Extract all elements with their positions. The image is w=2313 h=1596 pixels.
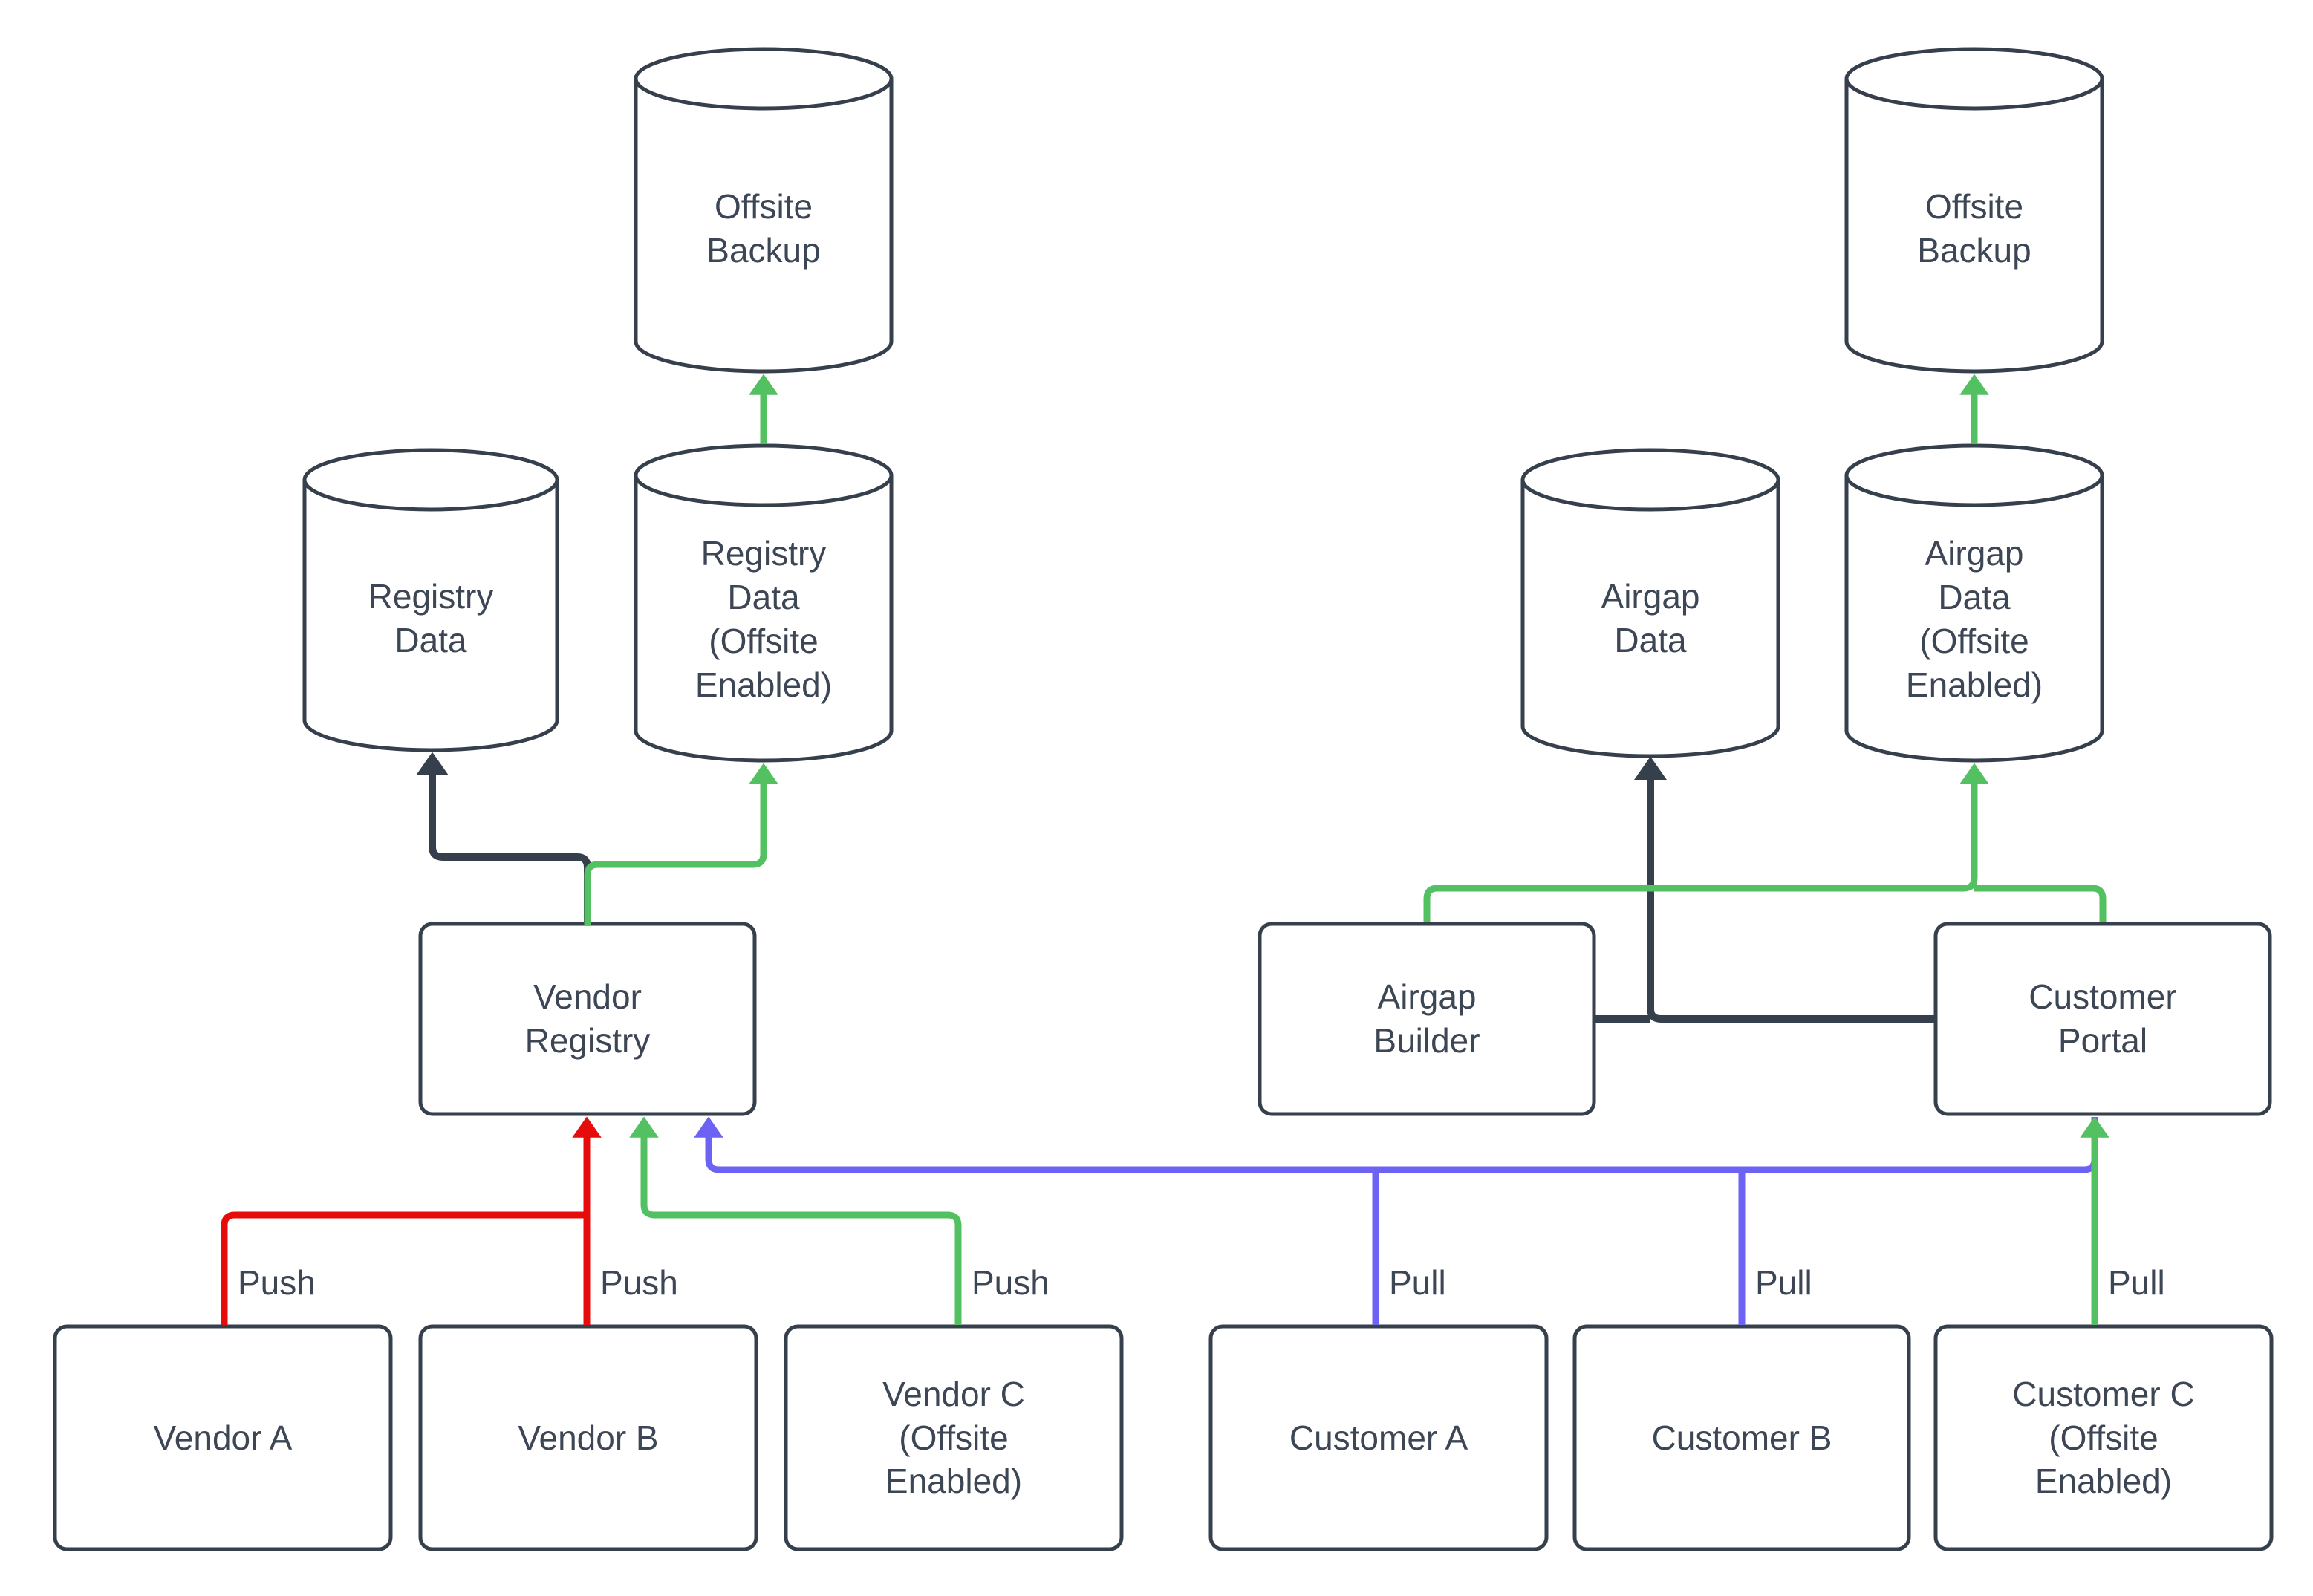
node-label-offsite-backup-left: Offsite Backup	[706, 187, 821, 270]
edge-label-vendor-a-push: Push	[238, 1263, 316, 1302]
edge-label-customer-b-pull: Pull	[1755, 1263, 1812, 1302]
node-vendor-b-shape	[418, 1324, 758, 1551]
node-customer-b-shape	[1572, 1324, 1911, 1551]
node-label-vendor-c: Vendor C (Offsite Enabled)	[882, 1374, 1025, 1501]
node-label-customer-a: Customer A	[1289, 1418, 1468, 1457]
edge-customer-portal-to-airgap-data-offsite	[1974, 885, 2107, 922]
edge-label-vendor-b-push: Push	[600, 1263, 678, 1302]
edge-customer-portal-to-airgap-data	[1633, 756, 1934, 1023]
node-offsite-backup-right-shape	[1844, 47, 2104, 374]
edge-label-customer-c-pull: Pull	[2108, 1263, 2165, 1302]
node-vendor-a-shape	[53, 1324, 393, 1551]
node-label-customer-c: Customer C (Offsite Enabled)	[2012, 1374, 2195, 1501]
node-airgap-data-shape	[1520, 448, 1780, 758]
node-customer-portal-shape	[1933, 922, 2272, 1116]
node-customer-c-shape	[1933, 1324, 2274, 1551]
edge-label-customer-a-pull: Pull	[1389, 1263, 1446, 1302]
node-label-airgap-data: Airgap Data	[1601, 577, 1700, 659]
node-label-vendor-a: Vendor A	[153, 1418, 293, 1457]
edge-customer-portal-to-vendor-registry	[694, 1116, 2098, 1173]
node-label-offsite-backup-right: Offsite Backup	[1917, 187, 2031, 270]
node-label-vendor-b: Vendor B	[518, 1418, 659, 1457]
edge-airgap-builder-to-airgap-data-offsite	[1423, 763, 1989, 922]
node-label-vendor-registry: Vendor Registry	[524, 977, 651, 1060]
node-registry-data-shape	[302, 448, 559, 752]
node-label-airgap-builder: Airgap Builder	[1373, 977, 1480, 1060]
edge-vendor-c-to-vendor-registry	[629, 1116, 962, 1325]
edge-vendor-registry-to-registry-data-offsite	[584, 763, 778, 925]
node-label-customer-b: Customer B	[1651, 1418, 1832, 1457]
node-label-customer-portal: Customer Portal	[2029, 977, 2177, 1060]
node-registry-data-offsite-shape	[634, 443, 894, 763]
node-offsite-backup-left-shape	[634, 47, 894, 374]
edge-label-vendor-c-push: Push	[972, 1263, 1050, 1302]
edge-vendor-a-to-vendor-registry	[221, 1211, 587, 1325]
node-customer-a-shape	[1208, 1324, 1549, 1551]
node-label-airgap-data-offsite: Airgap Data (Offsite Enabled)	[1905, 534, 2043, 704]
edge-vendor-registry-to-registry-data	[415, 752, 591, 925]
node-label-registry-data: Registry Data	[368, 577, 494, 659]
node-vendor-c-shape	[784, 1324, 1124, 1551]
node-airgap-data-offsite-shape	[1844, 443, 2104, 763]
node-label-registry-data-offsite: Registry Data (Offsite Enabled)	[694, 534, 833, 704]
node-airgap-builder-shape	[1258, 922, 1596, 1116]
